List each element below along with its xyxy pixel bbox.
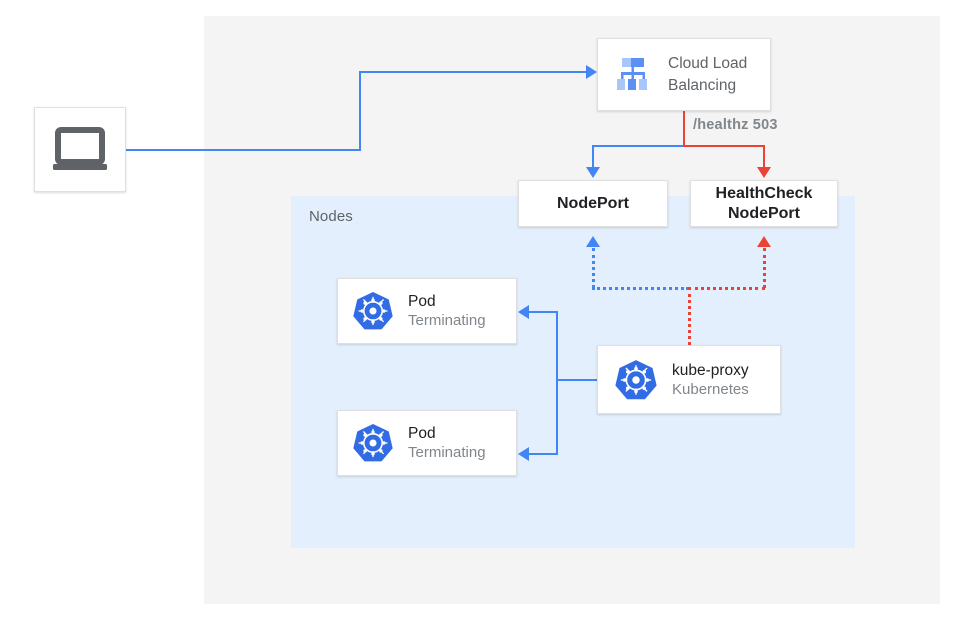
dotted-edge-kubeproxy-healthcheck-h	[688, 287, 765, 290]
nodeport-label: NodePort	[557, 194, 629, 212]
healthcheck-nodeport-text: HealthCheck NodePort	[716, 184, 813, 224]
edge-split-blue-v	[592, 145, 594, 168]
pod-1-status: Terminating	[408, 312, 486, 329]
pod-node-2[interactable]: Pod Terminating	[337, 410, 517, 476]
pod-1-text: Pod Terminating	[408, 292, 486, 330]
dotted-edge-kubeproxy-nodeport-h	[592, 287, 689, 290]
edge-split-blue-h	[592, 145, 685, 147]
cloud-load-balancing-label-line1: Cloud Load	[668, 54, 748, 72]
edge-kubeproxy-trunk-v	[556, 311, 558, 455]
kube-proxy-title: kube-proxy	[672, 361, 749, 379]
arrow-to-pod1	[518, 305, 529, 319]
edge-to-pod2-h	[529, 453, 558, 455]
cloud-load-balancing-text: Cloud Load Balancing	[668, 53, 747, 97]
edge-client-to-clb-h2	[359, 71, 587, 73]
nodeport-node[interactable]: NodePort	[518, 180, 668, 227]
dotted-edge-kubeproxy-healthcheck-v	[763, 248, 766, 288]
pod-1-title: Pod	[408, 293, 436, 310]
edge-client-to-clb-h1	[126, 149, 361, 151]
edge-to-pod1-h	[529, 311, 558, 313]
arrow-to-healthcheck-nodeport	[757, 167, 771, 178]
edge-clb-down	[683, 111, 685, 146]
arrow-client-to-clb	[586, 65, 597, 79]
pod-2-status: Terminating	[408, 444, 486, 461]
kubernetes-icon	[353, 291, 393, 330]
arrow-dotted-to-nodeport	[586, 236, 600, 247]
nodes-region-label: Nodes	[309, 208, 353, 225]
healthz-status-label: /healthz 503	[693, 117, 778, 133]
arrow-dotted-to-healthcheck-nodeport	[757, 236, 771, 247]
dotted-edge-kubeproxy-nodeport-v	[592, 248, 595, 288]
kube-proxy-subtitle: Kubernetes	[672, 380, 749, 398]
kubernetes-icon	[615, 359, 657, 399]
edge-kubeproxy-trunk-h	[556, 379, 598, 381]
client-node[interactable]	[34, 107, 126, 192]
cloud-load-balancing-node[interactable]: Cloud Load Balancing	[597, 38, 771, 111]
kube-proxy-text: kube-proxy Kubernetes	[672, 361, 749, 399]
healthcheck-nodeport-label-line2: NodePort	[727, 204, 800, 222]
healthcheck-nodeport-label-line1: HealthCheck	[715, 184, 813, 202]
cloud-load-balancing-icon	[617, 57, 647, 90]
pod-2-title: Pod	[408, 425, 436, 442]
edge-split-red-h	[683, 145, 765, 147]
arrow-to-pod2	[518, 447, 529, 461]
pod-2-text: Pod Terminating	[408, 424, 486, 462]
laptop-icon	[53, 126, 107, 170]
edge-split-red-v	[763, 145, 765, 168]
dotted-edge-down-to-kubeproxy	[688, 287, 691, 345]
arrow-to-nodeport	[586, 167, 600, 178]
kube-proxy-node[interactable]: kube-proxy Kubernetes	[597, 345, 781, 414]
cloud-load-balancing-label-line2: Balancing	[668, 76, 737, 94]
kubernetes-icon	[353, 423, 393, 462]
pod-node-1[interactable]: Pod Terminating	[337, 278, 517, 344]
healthcheck-nodeport-node[interactable]: HealthCheck NodePort	[690, 180, 838, 227]
edge-client-to-clb-v	[359, 71, 361, 151]
